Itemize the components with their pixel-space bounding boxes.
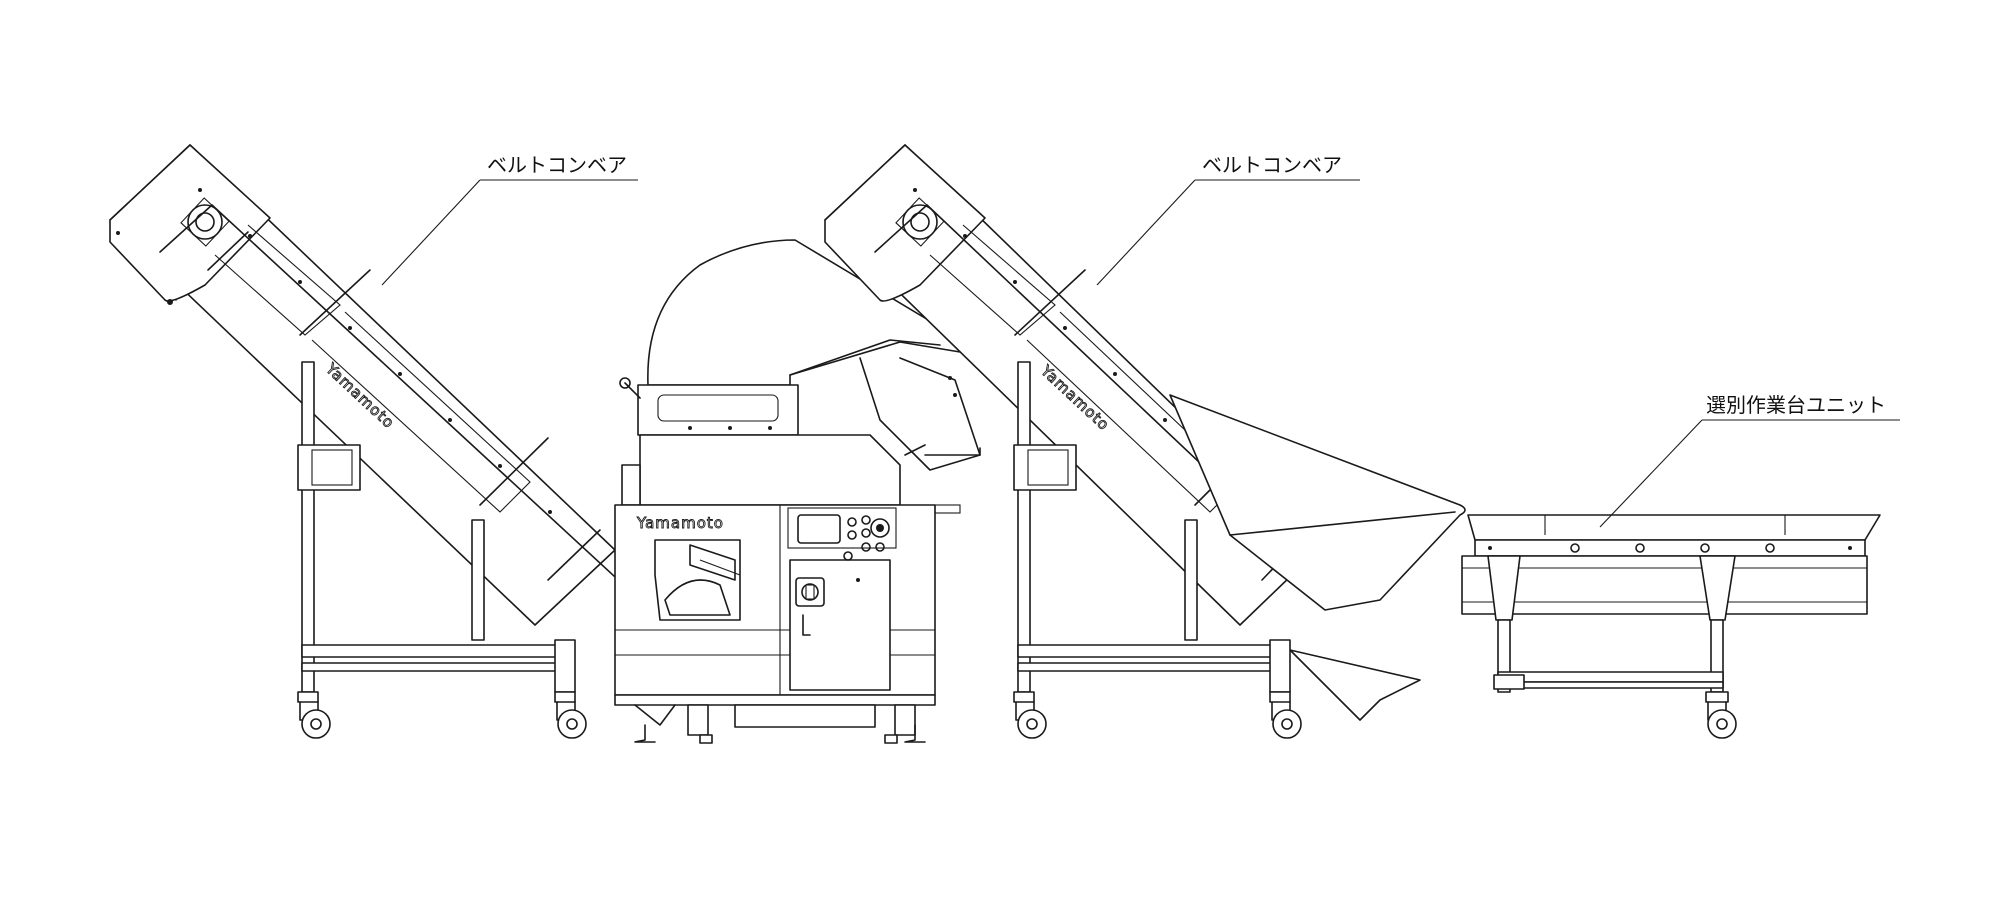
display-screen xyxy=(797,514,841,544)
left-belt-conveyor: Yamamoto xyxy=(109,144,641,739)
central-processing-machine: Yamamoto xyxy=(614,239,981,744)
main-switch[interactable] xyxy=(795,577,825,607)
callout-conveyor-left: ベルトコンベア xyxy=(381,153,638,286)
label-sorting-work-table: 選別作業台ユニット xyxy=(1706,393,1886,417)
table-caster xyxy=(1705,691,1737,739)
label-belt-conveyor-right: ベルトコンベア xyxy=(1202,153,1342,177)
left-conveyor-caster-1 xyxy=(297,691,331,739)
callout-conveyor-right: ベルトコンベア xyxy=(1096,153,1360,286)
indicator-lamp xyxy=(847,530,857,540)
main-knob[interactable] xyxy=(870,518,890,538)
label-belt-conveyor-left: ベルトコンベア xyxy=(487,153,627,177)
left-conveyor-pulley xyxy=(187,204,223,240)
control-panel xyxy=(787,507,897,552)
indicator-lamp xyxy=(861,528,871,538)
machine-brand: Yamamoto xyxy=(636,514,724,532)
right-conveyor-caster-1 xyxy=(1013,691,1047,739)
electrical-cabinet-door[interactable] xyxy=(789,559,891,691)
indicator-lamp xyxy=(847,517,857,527)
right-conveyor-caster-2 xyxy=(1269,691,1302,739)
sorting-work-table xyxy=(1461,514,1881,739)
callout-sorting-table: 選別作業台ユニット xyxy=(1599,393,1900,528)
left-conveyor-caster-2 xyxy=(554,691,587,739)
right-conveyor-pulley xyxy=(902,204,938,240)
indicator-lamp xyxy=(861,515,871,525)
right-belt-conveyor: Yamamoto xyxy=(824,144,1466,739)
